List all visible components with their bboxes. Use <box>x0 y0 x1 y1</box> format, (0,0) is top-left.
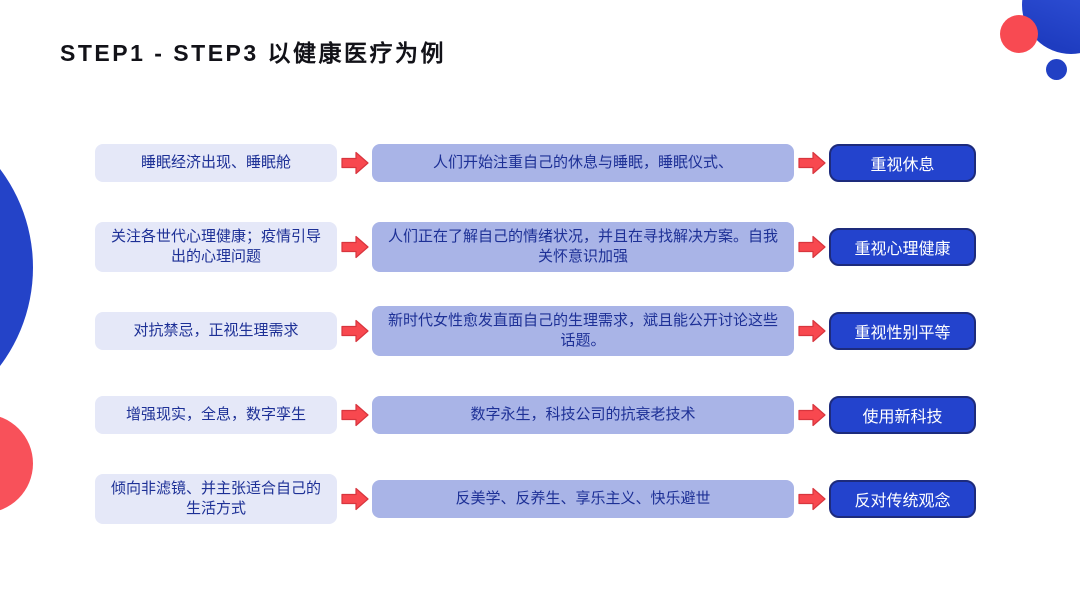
flow-row: 关注各世代心理健康；疫情引导出的心理问题 人们正在了解自己的情绪状况，并且在寻找… <box>95 205 976 289</box>
flow-diagram: 睡眠经济出现、睡眠舱 人们开始注重自己的休息与睡眠，睡眠仪式、 重视休息 关注各… <box>95 121 976 541</box>
insight-box: 人们正在了解自己的情绪状况，并且在寻找解决方案。自我关怀意识加强 <box>372 221 794 273</box>
arrow-right-icon <box>337 235 372 259</box>
decor-blue-circle-left <box>0 104 33 431</box>
decor-red-circle-top-right <box>1000 15 1038 53</box>
arrow-right-icon <box>337 487 372 511</box>
arrow-right-icon <box>794 319 829 343</box>
insight-box: 数字永生，科技公司的抗衰老技术 <box>372 396 794 434</box>
decor-blue-dot-top-right <box>1046 59 1067 80</box>
conclusion-button: 重视休息 <box>829 144 976 182</box>
trend-box: 倾向非滤镜、并主张适合自己的生活方式 <box>95 473 337 525</box>
trend-box: 睡眠经济出现、睡眠舱 <box>95 144 337 182</box>
conclusion-button: 反对传统观念 <box>829 480 976 518</box>
trend-box: 关注各世代心理健康；疫情引导出的心理问题 <box>95 221 337 273</box>
page-title: STEP1 - STEP3 以健康医疗为例 <box>60 40 447 66</box>
flow-row: 睡眠经济出现、睡眠舱 人们开始注重自己的休息与睡眠，睡眠仪式、 重视休息 <box>95 121 976 205</box>
conclusion-button: 重视性别平等 <box>829 312 976 350</box>
insight-box: 新时代女性愈发直面自己的生理需求，斌且能公开讨论这些话题。 <box>372 305 794 357</box>
arrow-right-icon <box>794 151 829 175</box>
conclusion-button: 使用新科技 <box>829 396 976 434</box>
trend-box: 对抗禁忌，正视生理需求 <box>95 312 337 350</box>
arrow-right-icon <box>794 403 829 427</box>
trend-box: 增强现实，全息，数字孪生 <box>95 396 337 434</box>
arrow-right-icon <box>337 319 372 343</box>
conclusion-button: 重视心理健康 <box>829 228 976 266</box>
insight-box: 人们开始注重自己的休息与睡眠，睡眠仪式、 <box>372 144 794 182</box>
decor-red-circle-bottom-left <box>0 414 33 513</box>
flow-row: 倾向非滤镜、并主张适合自己的生活方式 反美学、反养生、享乐主义、快乐避世 反对传… <box>95 457 976 541</box>
arrow-right-icon <box>337 151 372 175</box>
insight-box: 反美学、反养生、享乐主义、快乐避世 <box>372 480 794 518</box>
arrow-right-icon <box>794 487 829 511</box>
flow-row: 增强现实，全息，数字孪生 数字永生，科技公司的抗衰老技术 使用新科技 <box>95 373 976 457</box>
arrow-right-icon <box>337 403 372 427</box>
flow-row: 对抗禁忌，正视生理需求 新时代女性愈发直面自己的生理需求，斌且能公开讨论这些话题… <box>95 289 976 373</box>
arrow-right-icon <box>794 235 829 259</box>
